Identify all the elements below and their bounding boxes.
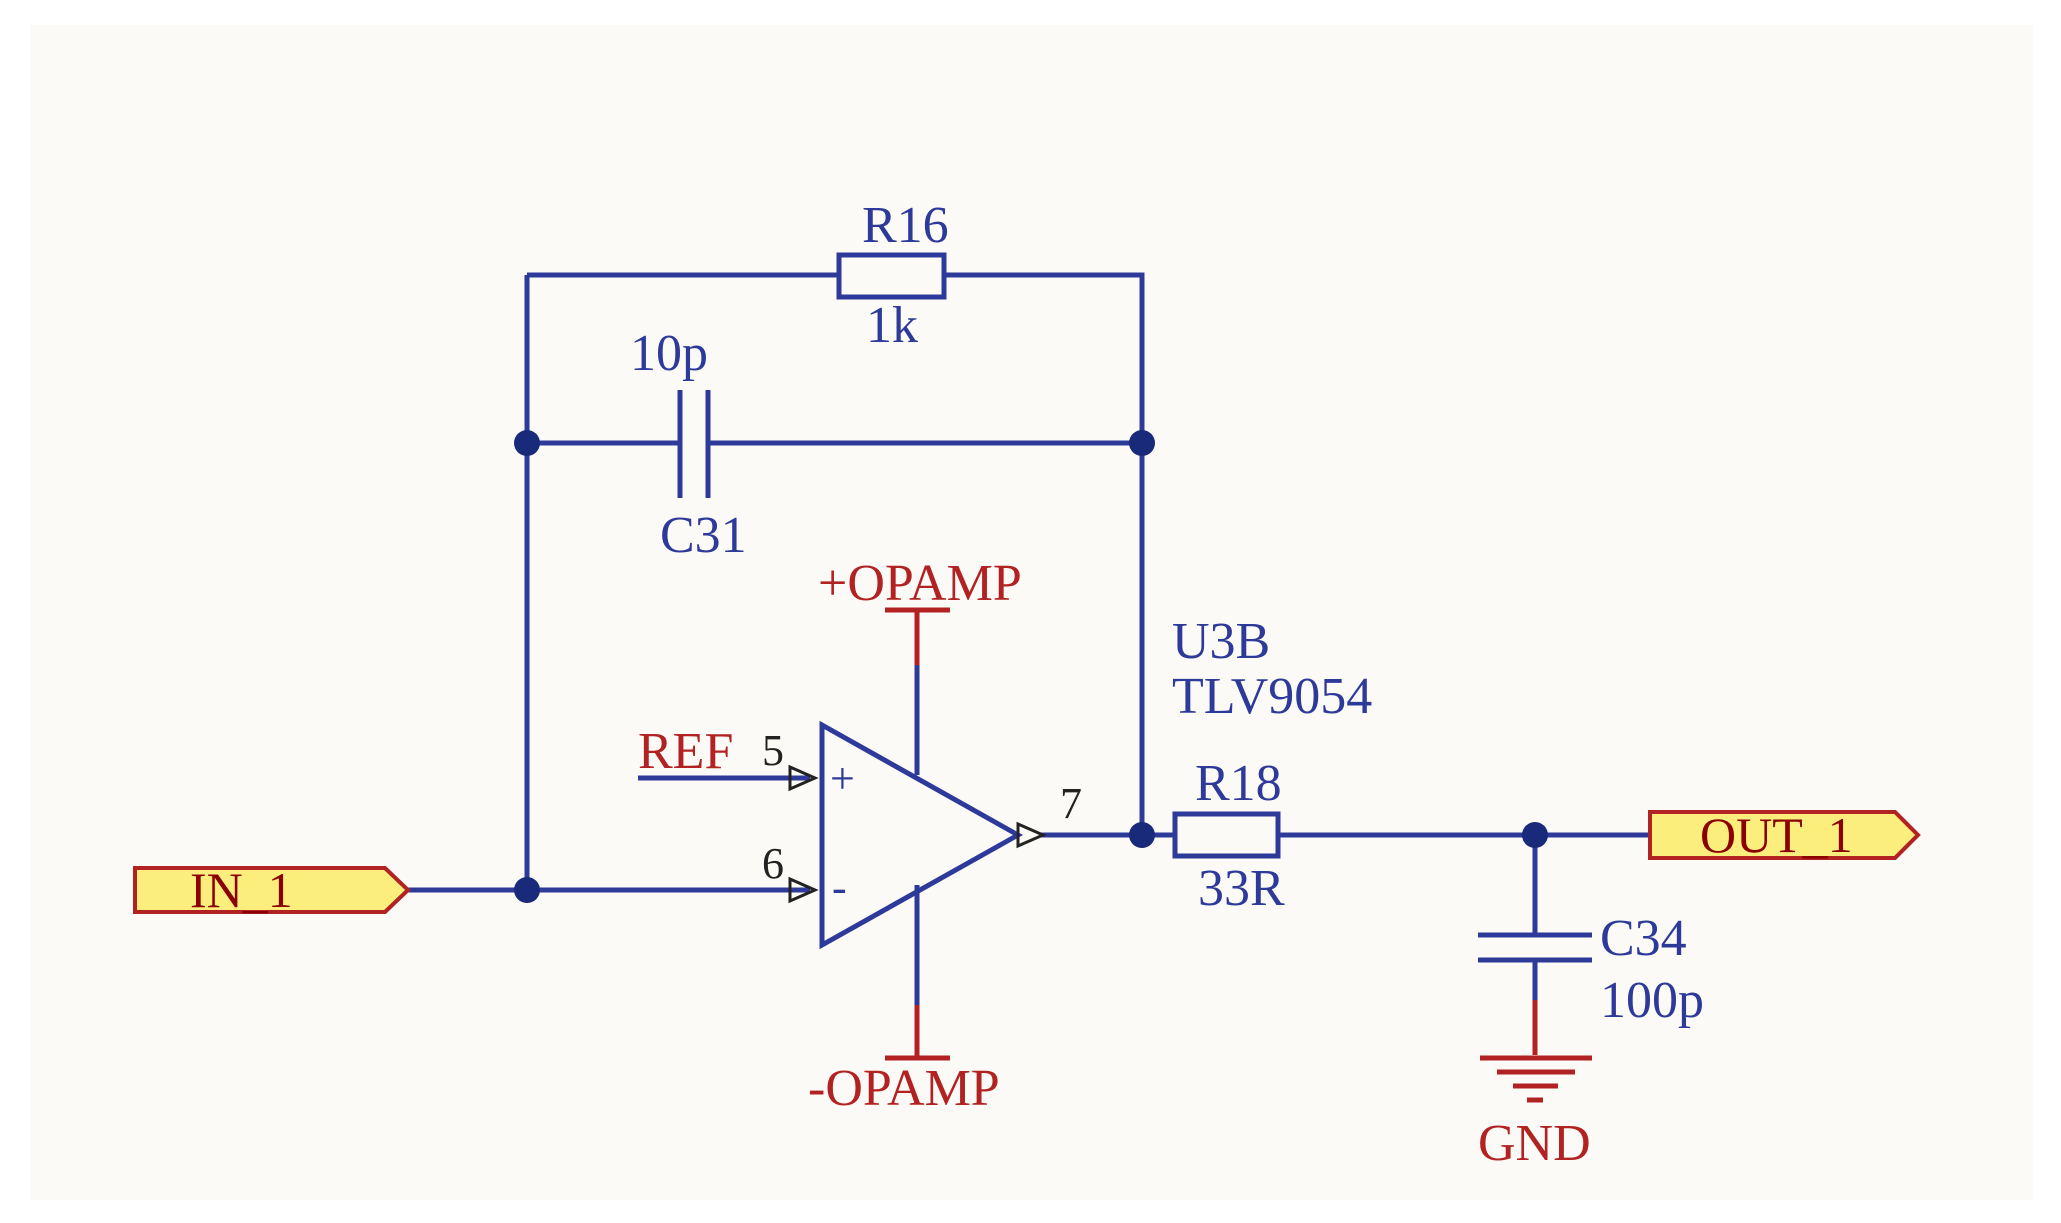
u3b-part: TLV9054 [1172,668,1372,725]
c31-value: 10p [630,325,708,382]
c34-designator: C34 [1600,910,1687,967]
pin7-arrow-icon [1016,821,1047,849]
r18-value: 33R [1198,860,1285,917]
pin5-arrow-icon [788,764,819,792]
output-port-out1 [1648,810,1921,860]
wire-top-right [944,272,1145,835]
resistor-r16-body [836,252,947,300]
input-port-label: IN_1 [190,862,293,918]
output-port-label: OUT_1 [1700,807,1853,863]
supply-stubs [885,607,1592,1103]
pin7-label: 7 [1060,779,1082,828]
negative-supply-label: -OPAMP [808,1060,1000,1117]
opamp-plus-sign: + [830,754,855,803]
junction-dot [1129,822,1155,848]
opamp-minus-sign: - [832,863,847,912]
pin6-label: 6 [762,839,784,888]
junction-dot [514,877,540,903]
ref-net-label: REF [638,723,733,780]
pin6-arrow-icon [788,876,819,904]
positive-supply-label: +OPAMP [818,555,1022,612]
junctions [514,430,1548,903]
junction-dot [1522,822,1548,848]
c31-designator: C31 [660,507,747,564]
capacitor-c34-symbol [1478,932,1592,963]
c34-value: 100p [1600,972,1704,1029]
pin-arrows [788,764,1047,904]
r18-designator: R18 [1195,755,1282,812]
r16-value: 1k [866,297,918,354]
resistor-r18-body [1172,811,1281,859]
pin5-label: 5 [762,726,784,775]
sheet-background [30,25,2033,1200]
junction-dot [514,430,540,456]
junction-dot [1129,430,1155,456]
capacitor-c31-symbol [677,390,711,498]
gnd-label: GND [1478,1115,1591,1172]
input-port-in1 [133,866,411,914]
r16-designator: R16 [862,197,949,254]
opamp-u3b-symbol [819,720,1024,950]
u3b-designator: U3B [1172,613,1270,670]
